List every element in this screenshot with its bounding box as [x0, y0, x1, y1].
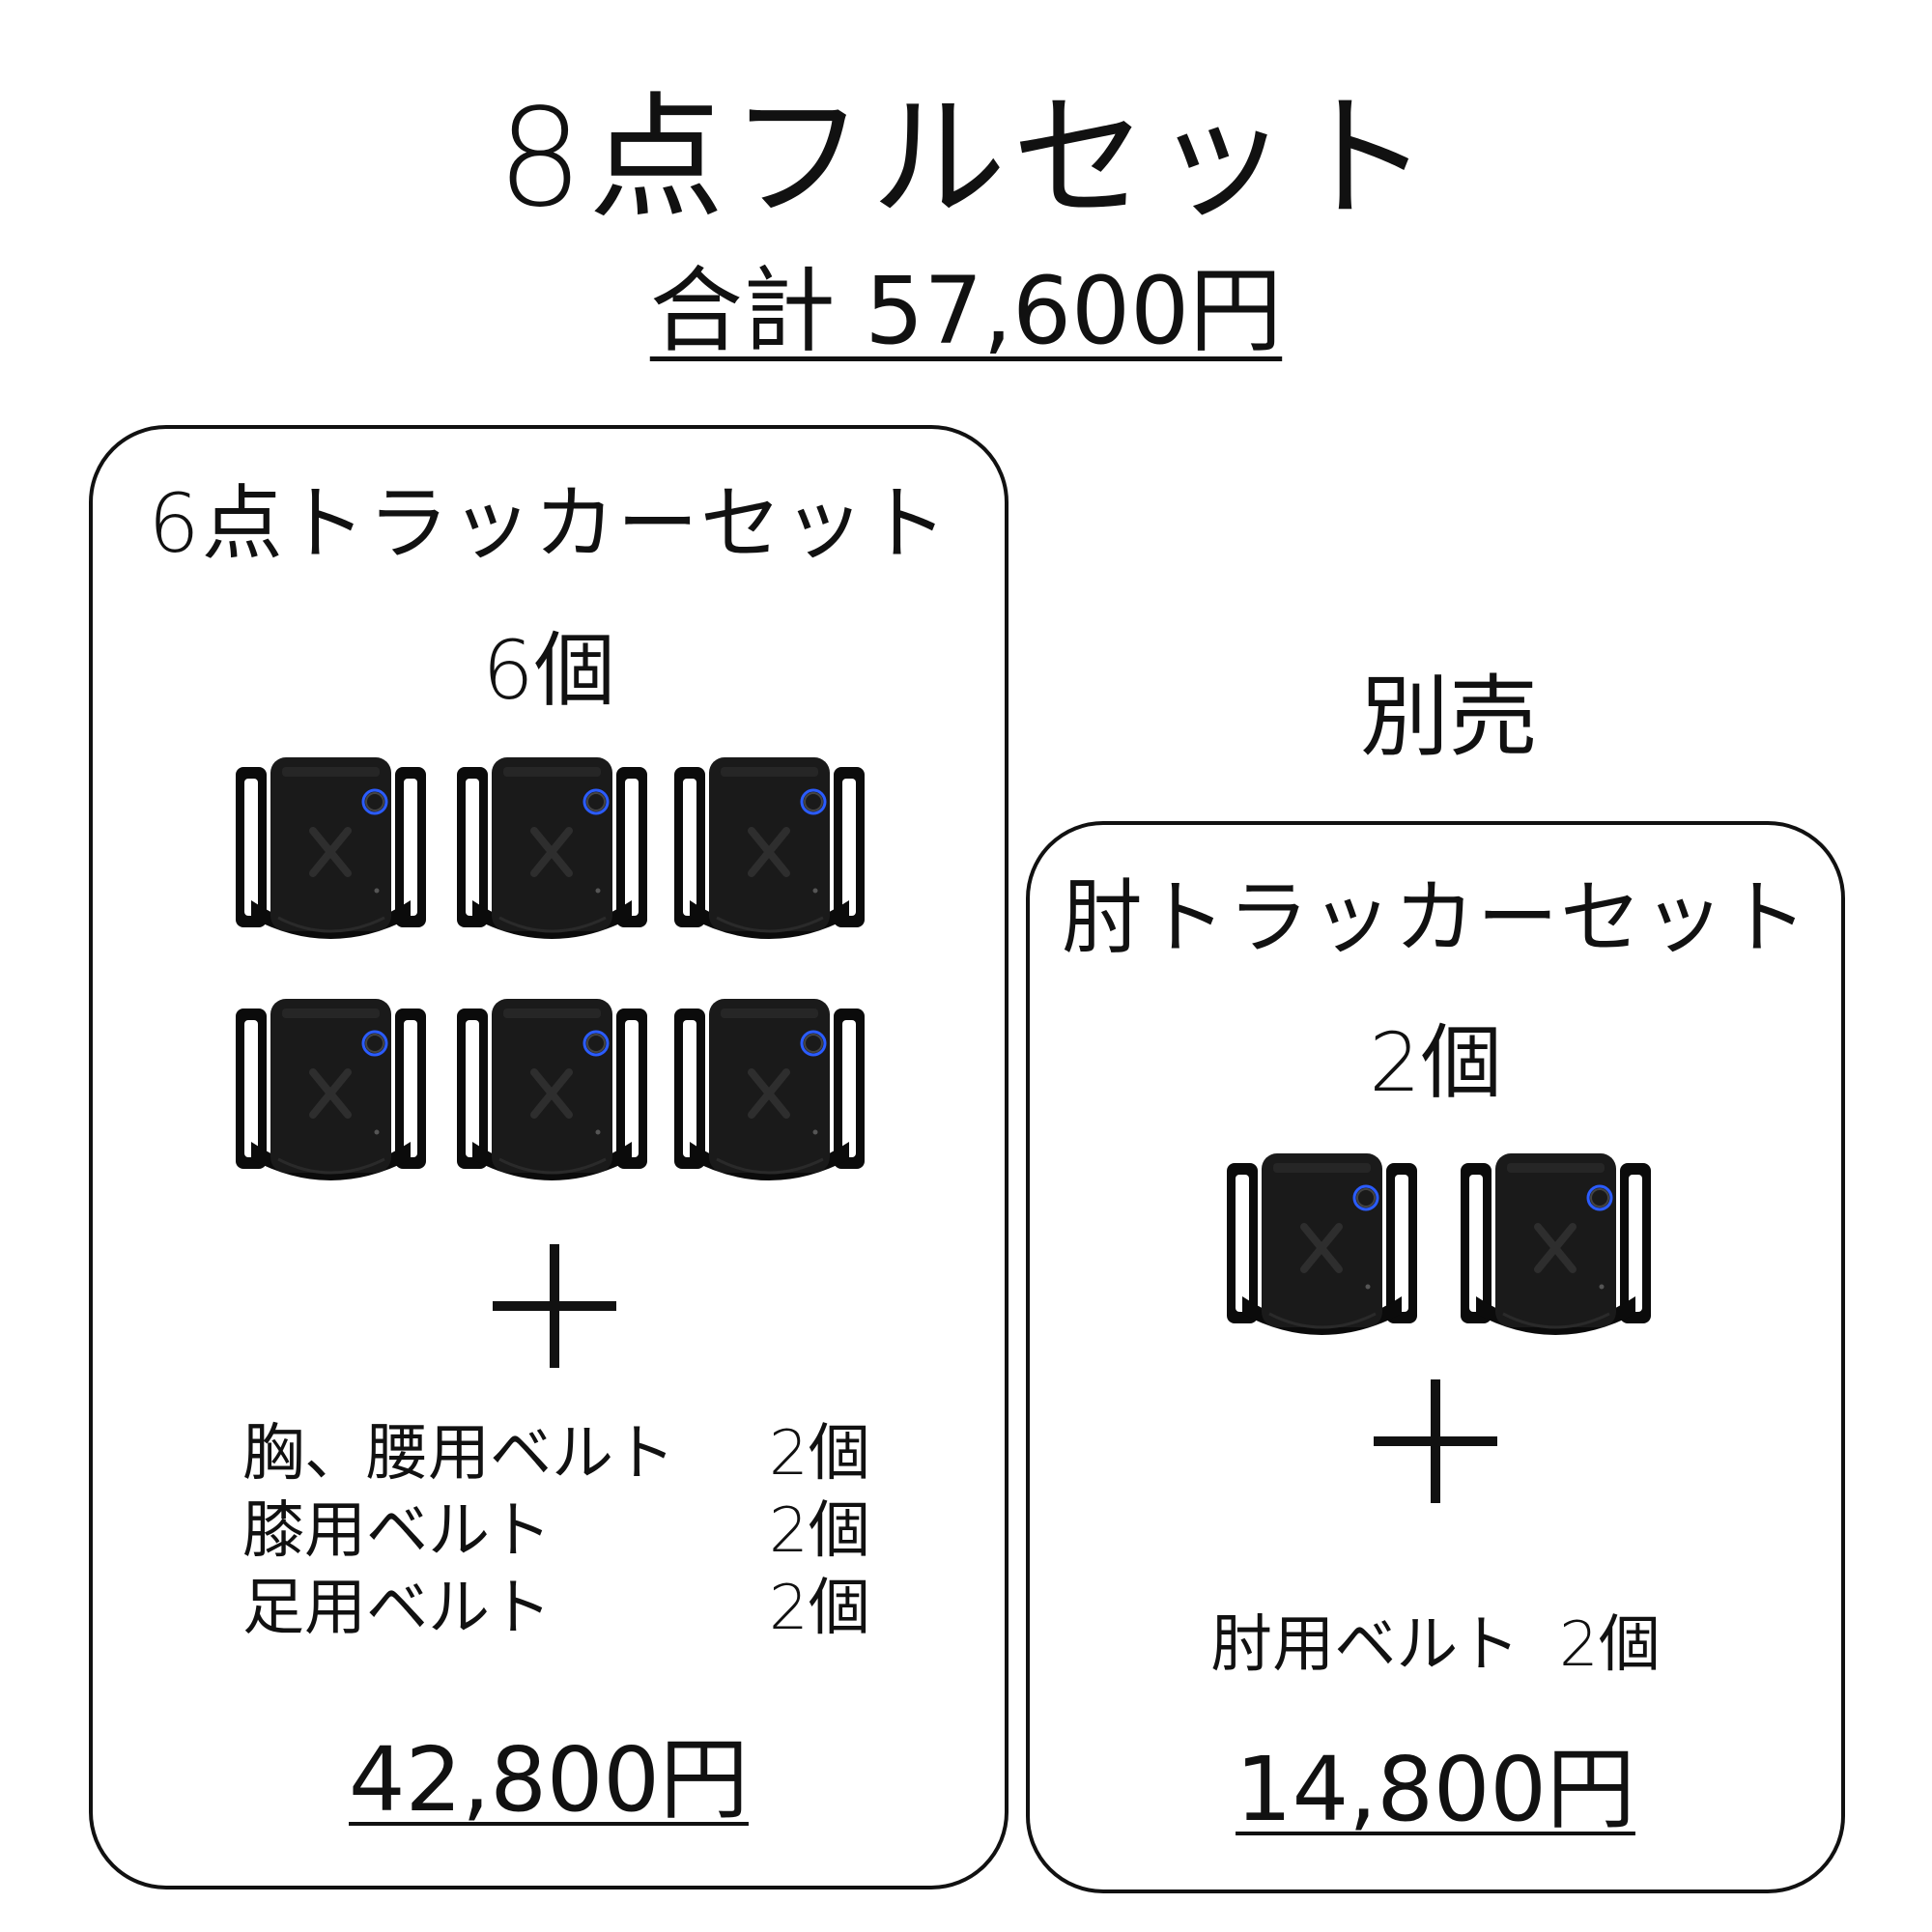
tracker-device-icon: [670, 755, 868, 949]
set-price: 42,800円: [93, 1727, 1005, 1833]
total-price-text: 合計 57,600円: [649, 257, 1283, 365]
accessory-qty: 2個: [769, 1418, 870, 1490]
accessory-name: 膝用ベルト: [242, 1495, 552, 1567]
tracker-device-icon: [232, 997, 430, 1190]
set-title: 6点トラッカーセット: [148, 476, 950, 571]
accessory-qty: 2個: [769, 1495, 870, 1567]
tracker-quantity: 2個: [1369, 1015, 1502, 1110]
set-price: 14,800円: [1030, 1737, 1841, 1843]
accessory-row: 足用ベルト 2個: [93, 1569, 1005, 1648]
set-price-text: 42,800円: [349, 1728, 749, 1832]
tracker-device-icon: [670, 997, 868, 1190]
plus-icon: [1374, 1379, 1497, 1503]
total-price: 合計 57,600円: [0, 253, 1932, 369]
tracker-device-icon: [453, 997, 651, 1190]
plus-icon: [493, 1244, 616, 1368]
set-title: 肘トラッカーセット: [1061, 870, 1809, 965]
tracker-quantity: 6個: [482, 623, 615, 718]
accessory-qty: 2個: [769, 1573, 870, 1644]
tracker-device-icon: [453, 755, 651, 949]
elbow-tracker-set-card: 肘トラッカーセット 2個 肘用ベルト 2個 14,800円: [1026, 821, 1845, 1893]
tracker-device-icon: [1223, 1151, 1421, 1345]
six-point-tracker-set-card: 6点トラッカーセット 6個: [89, 425, 1009, 1889]
tracker-device-icon: [232, 755, 430, 949]
accessory-name: 胸、腰用ベルト: [242, 1418, 675, 1490]
accessory-row: 膝用ベルト 2個: [93, 1492, 1005, 1571]
set-price-text: 14,800円: [1236, 1738, 1635, 1841]
accessory-row: 肘用ベルト 2個: [1210, 1609, 1661, 1681]
accessory-name: 足用ベルト: [242, 1573, 552, 1644]
page-title: 8点フルセット: [497, 80, 1435, 238]
separate-sale-label: 別売: [1359, 666, 1538, 769]
tracker-device-icon: [1457, 1151, 1655, 1345]
accessory-row: 胸、腰用ベルト 2個: [93, 1414, 1005, 1493]
